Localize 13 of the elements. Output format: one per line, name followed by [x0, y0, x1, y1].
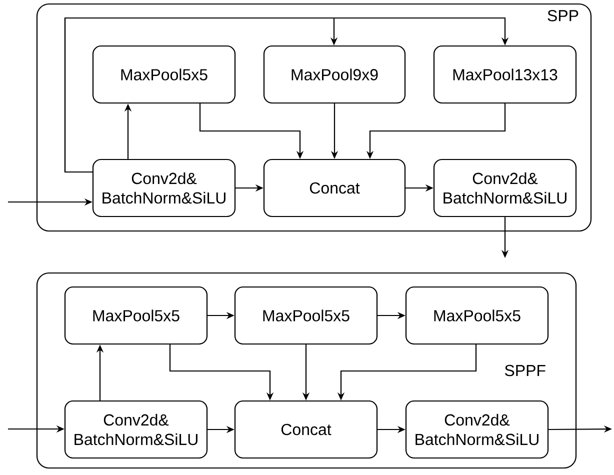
process-box: Conv2d& BatchNorm&SiLU [64, 400, 208, 459]
process-box: MaxPool5x5 [64, 286, 208, 345]
process-box: MaxPool5x5 [92, 45, 236, 104]
process-box: Conv2d& BatchNorm&SiLU [92, 158, 236, 218]
process-box: MaxPool9x9 [263, 45, 406, 104]
process-box: Concat [234, 400, 378, 459]
process-box: MaxPool5x5 [234, 286, 378, 345]
process-box: Conv2d& BatchNorm&SiLU [405, 400, 549, 459]
process-box: MaxPool13x13 [433, 45, 577, 104]
process-box: Conv2d& BatchNorm&SiLU [433, 158, 577, 218]
arrow [64, 17, 509, 173]
process-box: MaxPool5x5 [405, 286, 549, 345]
process-box: Concat [263, 158, 406, 218]
